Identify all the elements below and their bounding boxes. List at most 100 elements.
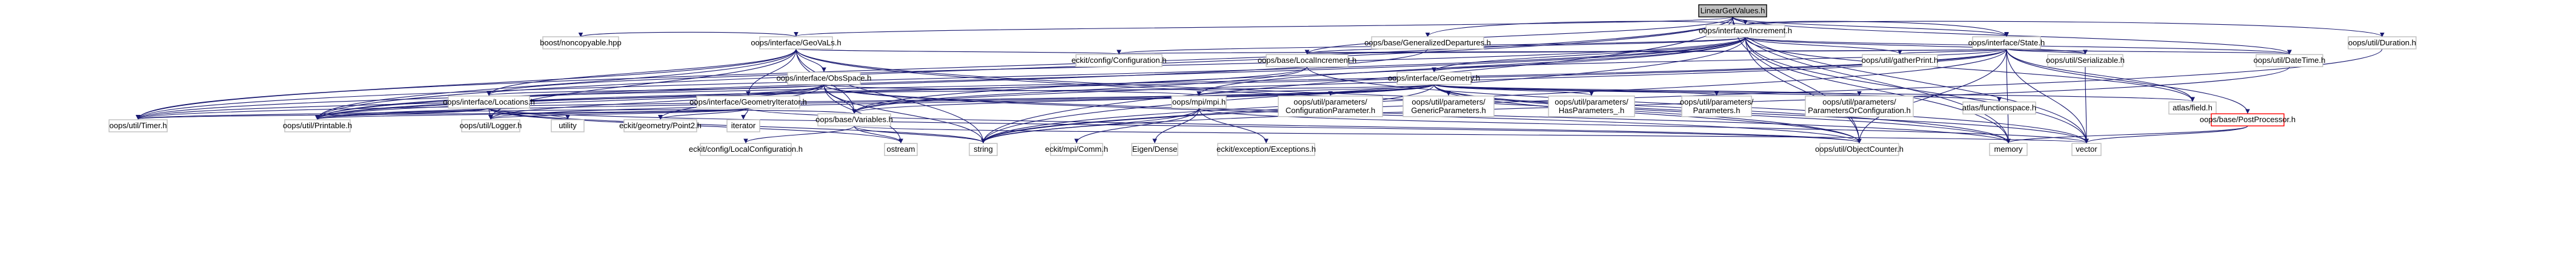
edge-geomiter-to-objcounter <box>748 108 1862 143</box>
node-logger[interactable]: oops/util/Logger.h <box>460 119 522 132</box>
node-label-comm: eckit/mpi/Comm.h <box>1045 145 1108 154</box>
node-duration[interactable]: oops/util/Duration.h <box>2348 36 2417 50</box>
node-config[interactable]: eckit/config/Configuration.h <box>1072 54 1167 67</box>
node-label-config: eckit/config/Configuration.h <box>1072 56 1167 65</box>
node-label-localconf: eckit/config/LocalConfiguration.h <box>689 145 803 154</box>
edge-inc-to-gendep <box>1425 21 1746 37</box>
node-box-iterator <box>726 119 760 132</box>
node-noncopy[interactable]: boost/noncopyable.hpp <box>540 36 622 50</box>
node-paramsorconf[interactable]: oops/util/parameters/ParametersOrConfigu… <box>1805 96 1914 117</box>
node-vector[interactable]: vector <box>2071 143 2102 156</box>
node-box-vector <box>2071 143 2102 156</box>
node-comm[interactable]: eckit/mpi/Comm.h <box>1045 143 1108 156</box>
node-label-printable: oops/util/Printable.h <box>283 121 352 130</box>
node-box-inc <box>1705 24 1785 37</box>
edge-geom-to-objcounter <box>1433 84 1862 143</box>
edge-inc-to-mpi <box>1197 37 1746 96</box>
node-label-inc: oops/interface/Increment.h <box>1699 26 1792 35</box>
node-obsspace[interactable]: oops/interface/ObsSpace.h <box>777 71 872 85</box>
node-geom[interactable]: oops/interface/Geometry.h <box>1388 71 1480 85</box>
node-geomiter[interactable]: oops/interface/GeometryIterator.h <box>689 96 807 109</box>
node-funcspace[interactable]: atlas/functionspace.h <box>1962 101 2036 115</box>
node-box-timer <box>108 119 168 132</box>
node-locations[interactable]: oops/interface/Locations.h <box>443 96 535 109</box>
node-exceptions[interactable]: eckit/exception/Exceptions.h <box>1217 143 1316 156</box>
edge-geom-to-funcspace <box>1433 84 2002 102</box>
edge-root-to-state <box>1732 16 2009 37</box>
node-variables[interactable]: oops/base/Variables.h <box>815 113 893 126</box>
edge-variables-to-printable <box>315 109 855 120</box>
node-atlasfield[interactable]: atlas/field.h <box>2168 101 2217 115</box>
edge-geom-to-hasparams <box>1433 84 1594 96</box>
edge-inc-to-gatherprint <box>1745 36 1902 54</box>
node-objcounter[interactable]: oops/util/ObjectCounter.h <box>1815 143 1904 156</box>
edge-state-to-memory <box>2006 48 2011 143</box>
node-label-string: string <box>974 145 993 154</box>
edge-geoval-to-noncopy <box>578 31 797 37</box>
edge-state-to-serial <box>2006 48 2088 54</box>
edge-state-to-gatherprint <box>1897 48 2007 54</box>
node-genparams[interactable]: oops/util/parameters/GenericParameters.h <box>1403 96 1495 117</box>
node-serial[interactable]: oops/util/Serializable.h <box>2046 54 2125 67</box>
node-label-datetime: oops/util/DateTime.h <box>2254 56 2326 65</box>
node-box-objcounter <box>1819 143 1899 156</box>
node-postproc[interactable]: oops/base/PostProcessor.h <box>2200 113 2295 126</box>
node-box-postproc <box>2211 113 2285 126</box>
node-box-config <box>1075 54 1163 67</box>
edge-geoval-to-memory <box>795 48 2011 143</box>
edge-inc-to-atlasfield <box>1745 37 2195 102</box>
node-label-iterator: iterator <box>731 121 756 130</box>
node-printable[interactable]: oops/util/Printable.h <box>283 119 352 132</box>
node-box-printable <box>284 119 351 132</box>
node-label-mpi: oops/mpi/mpi.h <box>1172 97 1226 106</box>
node-label-objcounter: oops/util/ObjectCounter.h <box>1815 145 1904 154</box>
node-box-comm <box>1050 143 1103 156</box>
edge-state-to-geom <box>1432 48 2007 73</box>
node-timer[interactable]: oops/util/Timer.h <box>108 119 168 132</box>
node-root[interactable]: LinearGetValues.h <box>1698 4 1767 18</box>
edge-obsspace-to-string <box>823 84 986 143</box>
node-confparam[interactable]: oops/util/parameters/ConfigurationParame… <box>1278 96 1383 117</box>
edge-geomiter-to-timer <box>136 108 749 120</box>
node-label-params-0: oops/util/parameters/ <box>1680 97 1754 106</box>
node-label-memory: memory <box>1994 145 2023 154</box>
node-box-confparam <box>1278 96 1383 117</box>
node-label-confparam-0: oops/util/parameters/ <box>1293 97 1367 106</box>
node-state[interactable]: oops/interface/State.h <box>1968 36 2045 50</box>
node-inc[interactable]: oops/interface/Increment.h <box>1699 24 1792 37</box>
edge-inc-to-state <box>1745 21 2009 37</box>
node-localconf[interactable]: eckit/config/LocalConfiguration.h <box>689 143 803 156</box>
node-gendep[interactable]: oops/base/GeneralizedDepartures.h <box>1364 36 1491 50</box>
node-datetime[interactable]: oops/util/DateTime.h <box>2254 54 2326 67</box>
node-box-genparams <box>1403 96 1495 117</box>
edge-inc-to-variables <box>852 37 1746 114</box>
node-box-duration <box>2348 36 2417 50</box>
node-box-geomiter <box>696 96 800 109</box>
node-params[interactable]: oops/util/parameters/Parameters.h <box>1680 96 1754 117</box>
node-iterator[interactable]: iterator <box>726 119 760 132</box>
node-box-ostream <box>884 143 918 156</box>
node-eigen[interactable]: Eigen/Dense <box>1131 143 1178 156</box>
node-label-ostream: ostream <box>887 145 915 154</box>
node-utility[interactable]: utility <box>551 119 585 132</box>
node-gatherprint[interactable]: oops/util/gatherPrint.h <box>1862 54 1938 67</box>
node-label-hasparams-0: oops/util/parameters/ <box>1555 97 1628 106</box>
node-label-geom: oops/interface/Geometry.h <box>1388 74 1480 83</box>
node-label-paramsorconf-1: ParametersOrConfiguration.h <box>1808 106 1911 115</box>
edge-variables-to-string <box>854 125 986 143</box>
node-label-gendep: oops/base/GeneralizedDepartures.h <box>1364 38 1491 47</box>
node-point2[interactable]: eckit/geometry/Point2.h <box>619 119 702 132</box>
edge-gendep-to-printable <box>315 48 1429 120</box>
node-hasparams[interactable]: oops/util/parameters/HasParameters_.h <box>1548 96 1635 117</box>
node-mpi[interactable]: oops/mpi/mpi.h <box>1171 96 1227 109</box>
node-label-root: LinearGetValues.h <box>1701 6 1765 15</box>
node-locinc[interactable]: oops/base/LocalIncrement.h <box>1258 54 1356 67</box>
node-box-hasparams <box>1548 96 1635 117</box>
node-ostream[interactable]: ostream <box>884 143 918 156</box>
node-geoval[interactable]: oops/interface/GeoVaLs.h <box>751 36 842 50</box>
node-string[interactable]: string <box>969 143 998 156</box>
node-memory[interactable]: memory <box>1989 143 2028 156</box>
node-label-utility: utility <box>559 121 577 130</box>
edge-geom-to-mpi <box>1197 84 1435 96</box>
node-label-hasparams-1: HasParameters_.h <box>1559 106 1624 115</box>
